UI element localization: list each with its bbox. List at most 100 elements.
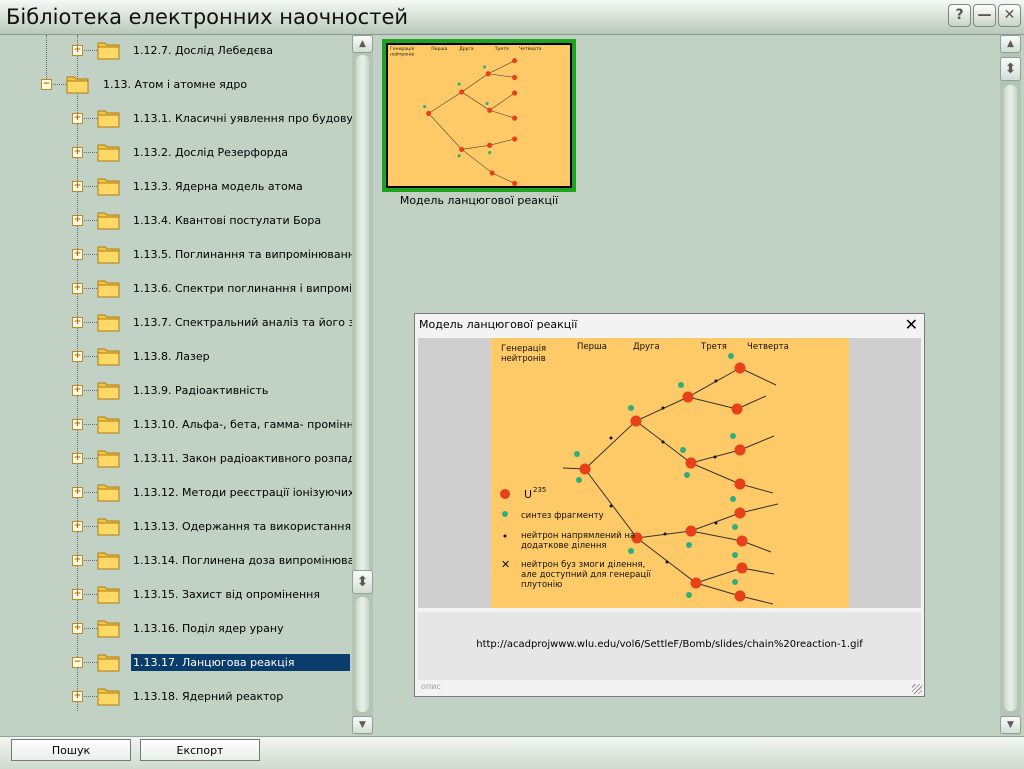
tree-item-label[interactable]: 1.13.16. Поділ ядер урану — [133, 622, 284, 635]
tree-connector — [77, 50, 97, 51]
tree-item-label[interactable]: 1.13.6. Спектри поглинання і випромін... — [133, 282, 352, 295]
popup-close-button[interactable]: ✕ — [904, 315, 918, 334]
tree-connector — [77, 322, 97, 323]
folder-open-icon — [97, 651, 121, 673]
main-scrollbar[interactable]: ▲ ⬍ ▼ — [1000, 35, 1021, 735]
expand-icon[interactable]: + — [72, 385, 83, 396]
tree-item[interactable]: +1.13.11. Закон радіоактивного розпаду — [0, 446, 352, 470]
tree-item[interactable]: +1.12.7. Дослід Лебедєва — [0, 38, 300, 62]
tree-item[interactable]: +1.13.2. Дослід Резерфорда — [0, 140, 300, 164]
tree-item-label[interactable]: 1.13. Атом і атомне ядро — [103, 78, 248, 91]
main-scroll-track[interactable] — [1004, 85, 1017, 711]
expand-icon[interactable]: + — [72, 249, 83, 260]
tree-item-label[interactable]: 1.13.4. Квантові постулати Бора — [133, 214, 322, 227]
main-scroll-up-button[interactable]: ▲ — [1000, 35, 1021, 53]
tree-item[interactable]: +1.13.13. Одержання та використання ра..… — [0, 514, 352, 538]
expand-icon[interactable]: + — [72, 215, 83, 226]
folder-icon — [97, 107, 121, 129]
tree-connector — [77, 594, 97, 595]
folder-icon — [97, 141, 121, 163]
tree-item-label[interactable]: 1.13.15. Захист від опромінення — [133, 588, 320, 601]
tree-scroll-up-button[interactable]: ▲ — [352, 35, 373, 53]
tree-connector — [77, 220, 97, 221]
expand-icon[interactable]: + — [72, 45, 83, 56]
tree-item[interactable]: +1.13.12. Методи реєстрації іонізуючих в… — [0, 480, 352, 504]
expand-icon[interactable]: + — [72, 317, 83, 328]
expand-icon[interactable]: + — [72, 691, 83, 702]
expand-icon[interactable]: + — [72, 147, 83, 158]
expand-icon[interactable]: + — [72, 487, 83, 498]
tree-connector — [77, 152, 97, 153]
tree-item[interactable]: +1.13.10. Альфа-, бета, гамма- проміння — [0, 412, 352, 436]
tree-item-label[interactable]: 1.13.14. Поглинена доза випромінюван... — [133, 554, 352, 567]
diagram-u-sup: 235 — [533, 486, 546, 494]
tree-item[interactable]: +1.13.9. Радіоактивність — [0, 378, 300, 402]
tree-item-label[interactable]: 1.13.18. Ядерний реактор — [133, 690, 284, 703]
collapse-icon[interactable]: − — [72, 657, 83, 668]
expand-icon[interactable]: + — [72, 623, 83, 634]
tree-item-label[interactable]: 1.13.17. Ланцюгова реакція — [131, 654, 350, 671]
tree-item[interactable]: +1.13.4. Квантові постулати Бора — [0, 208, 321, 232]
tree-connector — [77, 35, 78, 711]
tree-item[interactable]: +1.13.15. Захист від опромінення — [0, 582, 320, 606]
diagram-col-1: Перша — [577, 342, 607, 352]
expand-icon[interactable]: + — [72, 453, 83, 464]
popup-source-url[interactable]: http://acadprojwww.wlu.edu/vol6/SettleF/… — [476, 639, 863, 650]
export-button[interactable]: Експорт — [140, 739, 260, 761]
expand-icon[interactable]: + — [72, 351, 83, 362]
main-scroll-thumb[interactable]: ⬍ — [1000, 57, 1021, 81]
tree-scroll-thumb[interactable]: ⬍ — [352, 570, 373, 594]
tree-item-label[interactable]: 1.13.5. Поглинання та випромінювання ... — [133, 248, 352, 261]
tree-item[interactable]: +1.13.16. Поділ ядер урану — [0, 616, 300, 640]
close-button[interactable]: ✕ — [998, 4, 1021, 27]
expand-icon[interactable]: + — [72, 283, 83, 294]
folder-icon — [97, 685, 121, 707]
tree-item-label[interactable]: 1.13.7. Спектральний аналіз та його за..… — [133, 316, 352, 329]
tree-item[interactable]: +1.13.14. Поглинена доза випромінюван... — [0, 548, 352, 572]
expand-icon[interactable]: + — [72, 589, 83, 600]
tree-scroll-track-lower[interactable] — [356, 597, 369, 712]
expand-icon[interactable]: + — [72, 113, 83, 124]
folder-icon — [97, 345, 121, 367]
tree-item[interactable]: +1.13.1. Класичні уявлення про будову а.… — [0, 106, 352, 130]
tree-item[interactable]: +1.13.6. Спектри поглинання і випромін..… — [0, 276, 352, 300]
tree-item-label[interactable]: 1.13.3. Ядерна модель атома — [133, 180, 303, 193]
tree-scrollbar[interactable]: ▲ ⬍ ▼ — [352, 35, 373, 735]
diagram-col-2: Друга — [633, 342, 660, 352]
tree-item-label[interactable]: 1.13.2. Дослід Резерфорда — [133, 146, 289, 159]
help-button[interactable]: ? — [948, 4, 971, 27]
minimize-button[interactable]: — — [973, 4, 996, 27]
expand-icon[interactable]: + — [72, 521, 83, 532]
tree-item-label[interactable]: 1.13.11. Закон радіоактивного розпаду — [133, 452, 352, 465]
tree-item-label[interactable]: 1.13.13. Одержання та використання ра... — [133, 520, 352, 533]
tree-connector — [77, 560, 97, 561]
tree-item-label[interactable]: 1.13.1. Класичні уявлення про будову а..… — [133, 112, 352, 125]
tree-item-label[interactable]: 1.13.8. Лазер — [133, 350, 210, 363]
tree-item[interactable]: +1.13.8. Лазер — [0, 344, 300, 368]
tree-scroll-track[interactable] — [356, 55, 369, 580]
tree-scroll-down-button[interactable]: ▼ — [352, 716, 373, 734]
tree-item[interactable]: +1.13.3. Ядерна модель атома — [0, 174, 303, 198]
tree-item[interactable]: +1.13.18. Ядерний реактор — [0, 684, 300, 708]
popup-resize-grip[interactable] — [912, 684, 922, 694]
expand-icon[interactable]: + — [72, 419, 83, 430]
tree-item[interactable]: − 1.13.17. Ланцюгова реакція — [0, 650, 350, 674]
tree-connector — [77, 288, 97, 289]
svg-text:Генерація: Генерація — [390, 46, 414, 52]
tree-item[interactable]: +1.13.5. Поглинання та випромінювання ..… — [0, 242, 352, 266]
search-button[interactable]: Пошук — [11, 739, 131, 761]
collapse-icon[interactable]: − — [41, 79, 52, 90]
tree-item[interactable]: +1.13.7. Спектральний аналіз та його за.… — [0, 310, 352, 334]
preview-popup: Модель ланцюгової реакції ✕ — [414, 313, 925, 697]
tree-item-label[interactable]: 1.12.7. Дослід Лебедєва — [133, 44, 273, 57]
tree-item[interactable]: − 1.13. Атом і атомне ядро — [0, 72, 300, 96]
expand-icon[interactable]: + — [72, 555, 83, 566]
folder-icon — [97, 39, 121, 61]
main-scroll-down-button[interactable]: ▼ — [1000, 716, 1021, 734]
tree-item-label[interactable]: 1.13.12. Методи реєстрації іонізуючих в.… — [133, 486, 352, 499]
tree-item-label[interactable]: 1.13.10. Альфа-, бета, гамма- проміння — [133, 418, 352, 431]
expand-icon[interactable]: + — [72, 181, 83, 192]
tree-item-label[interactable]: 1.13.9. Радіоактивність — [133, 384, 269, 397]
